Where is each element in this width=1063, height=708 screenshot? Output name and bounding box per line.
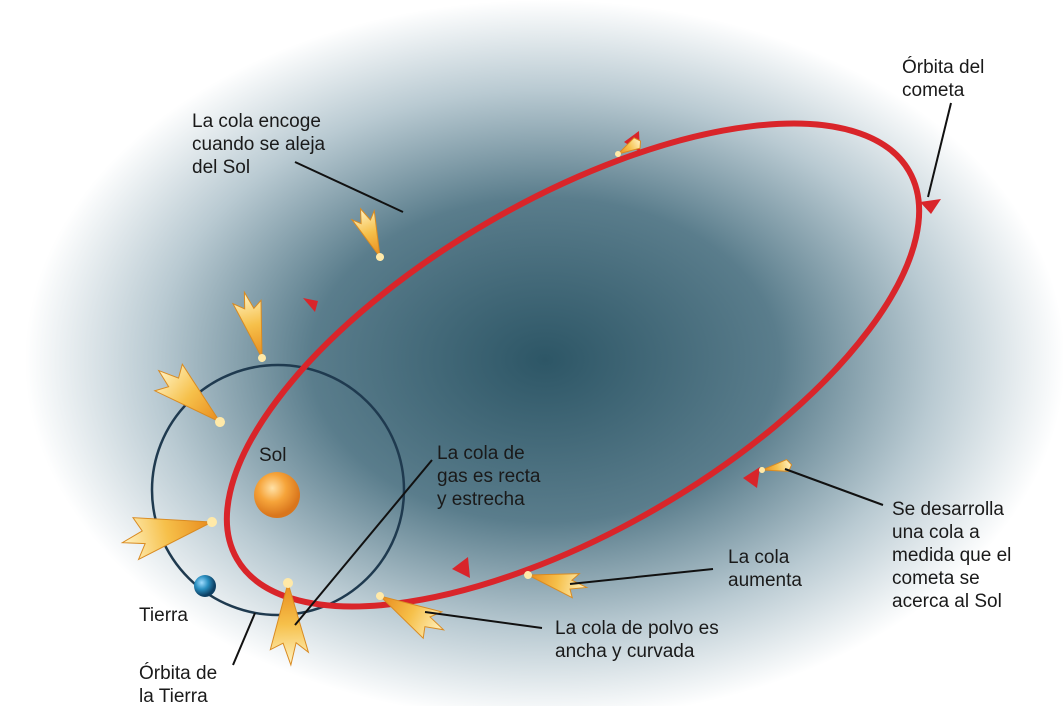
label-dust-tail: La cola de polvo es ancha y curvada — [555, 618, 719, 662]
comet-icon — [119, 517, 217, 561]
orbit-arrow-lower-right — [743, 467, 760, 488]
comet-icon — [376, 592, 446, 640]
comet-icon — [759, 458, 793, 473]
label-earth: Tierra — [139, 605, 188, 626]
comet-icon — [350, 207, 384, 261]
leader-line-gas-tail — [294, 459, 433, 626]
comet-icon — [269, 578, 310, 668]
leader-line-earth-orbit — [232, 612, 256, 666]
sun-icon — [254, 472, 300, 518]
label-orbit-comet: Órbita del cometa — [902, 57, 985, 101]
leader-lines — [232, 102, 952, 666]
leader-line-tail-shrinks — [294, 161, 404, 213]
orbit-arrow-left — [303, 298, 318, 312]
label-sun: Sol — [259, 445, 287, 466]
label-gas-tail: La cola de gas es recta y estrecha — [437, 443, 541, 510]
comet-icon — [524, 571, 589, 599]
leader-line-orbit-comet — [927, 102, 952, 198]
label-tail-shrinks: La cola encoge cuando se aleja del Sol — [192, 111, 326, 178]
comet-icon — [153, 363, 225, 427]
leader-line-tail-develops — [784, 468, 884, 506]
earth-icon — [194, 575, 216, 597]
leader-line-tail-grows — [569, 568, 714, 585]
comet-icon — [615, 137, 642, 157]
comet-orbit — [223, 120, 923, 610]
space-background — [25, 0, 1063, 706]
leader-line-dust-tail — [424, 611, 543, 629]
orbit-arrow-right — [920, 199, 941, 214]
comet-icon — [231, 290, 266, 362]
label-earth-orbit: Órbita de la Tierra — [139, 663, 218, 707]
orbit-arrow-bottom — [452, 557, 470, 578]
label-tail-develops: Se desarrolla una cola a medida que el c… — [892, 499, 1012, 612]
label-tail-grows: La cola aumenta — [728, 547, 802, 591]
earth-orbit — [150, 363, 406, 617]
